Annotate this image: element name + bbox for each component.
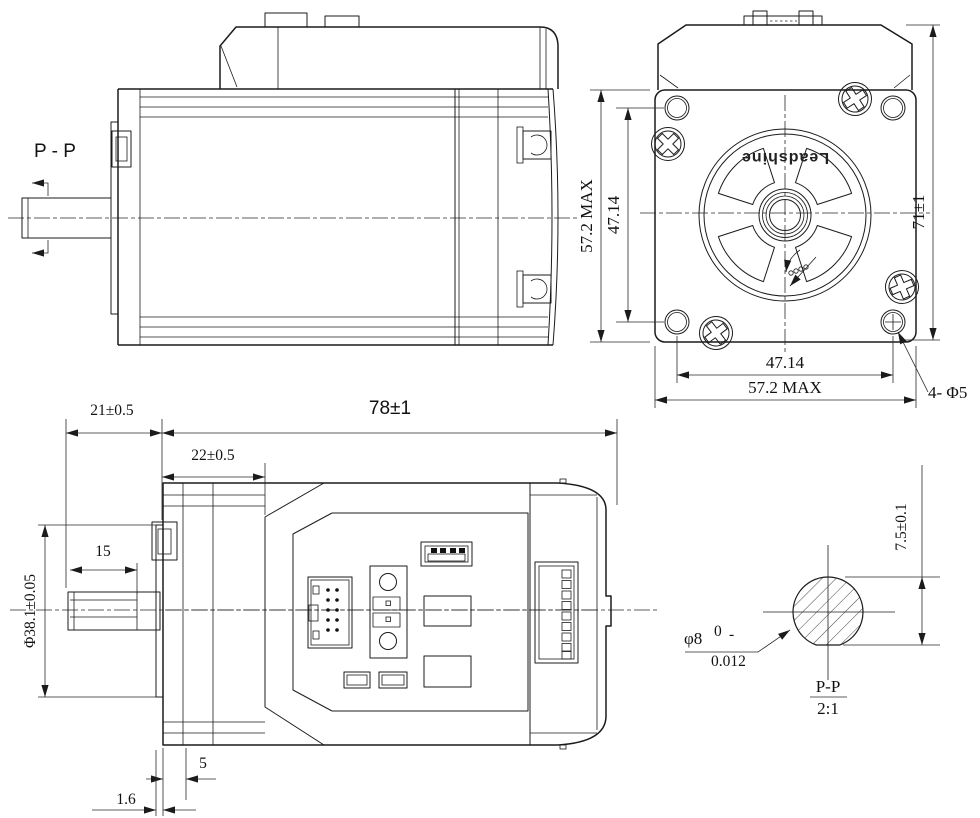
motor-body	[117, 88, 559, 346]
dim-flange-thickness: 1.6	[116, 791, 136, 808]
screw-top-left	[651, 127, 685, 161]
small-components	[343, 671, 408, 689]
dim-tol-sign: -	[729, 626, 734, 643]
section-cut-marks: P - P	[32, 141, 76, 257]
dim-flat-length: 15	[95, 543, 111, 560]
dim-total-length: 78±1	[369, 398, 411, 419]
dim-width-max: 57.2 MAX	[748, 378, 822, 397]
top-connector	[743, 15, 823, 26]
aux-connector	[420, 541, 473, 567]
detail-title-block: P-P 2:1	[810, 677, 847, 718]
component-block-1	[423, 595, 472, 627]
dim-shaft-length: 21±0.5	[90, 402, 134, 419]
bottom-view-dimensions: 21±0.5 78±1 22±0.5 15 Φ38.1±0.05 5 1.6	[22, 398, 618, 816]
drive-housing-side	[219, 12, 559, 89]
face-cutout-sw	[717, 225, 775, 283]
front-face: Leadshine	[698, 128, 872, 302]
shaft-bore	[769, 199, 801, 231]
side-view-section: P - P	[8, 12, 578, 346]
dim-mounting-holes: 4- Φ5	[928, 383, 967, 402]
leadshine-logo: Leadshine	[741, 149, 829, 166]
dim-total-height: 71±1	[909, 195, 928, 230]
pin-header-connector	[307, 576, 353, 649]
dim-shaft-diameter: φ8	[684, 629, 702, 648]
front-view: Leadshine 57.2 MAX 4	[577, 10, 967, 408]
mounting-holes	[664, 95, 906, 335]
rotation-arrow	[784, 249, 817, 287]
dim-hole-pitch-v: 47.14	[604, 195, 623, 234]
detail-title: P-P	[816, 677, 841, 696]
hole-crosshair	[885, 314, 901, 330]
motor-flange-face	[654, 89, 917, 343]
motor-body-outline	[162, 482, 612, 746]
dim-drive-length: 22±0.5	[191, 447, 235, 464]
dim-flat-height: 7.5±0.1	[893, 503, 910, 550]
screw-bottom-left	[696, 313, 736, 353]
body-details	[163, 478, 598, 750]
shaft-with-flat	[67, 591, 161, 631]
mounting-flange	[151, 521, 178, 698]
drive-housing-front	[657, 10, 913, 90]
shaft-cross-section	[792, 576, 864, 646]
terminal-block	[534, 561, 579, 664]
section-label: P - P	[34, 141, 76, 162]
dim-height-max: 57.2 MAX	[577, 179, 596, 253]
dim-tol-lower: 0.012	[711, 653, 746, 670]
screw-top-right	[834, 78, 876, 120]
screw-bottom-right	[880, 265, 924, 309]
top-connector-bump-2	[324, 15, 360, 28]
rear-screw-bottom	[516, 270, 552, 308]
component-block-2	[423, 655, 472, 688]
section-detail-view: 7.5±0.1 φ8 0 - 0.012 P-P 2:1	[684, 465, 940, 718]
rear-screw-top	[516, 126, 552, 164]
detail-scale: 2:1	[817, 699, 839, 718]
bottom-view: 21±0.5 78±1 22±0.5 15 Φ38.1±0.05 5 1.6	[10, 398, 660, 816]
power-connector	[369, 565, 408, 659]
detail-dimensions: 7.5±0.1 φ8 0 - 0.012	[684, 465, 940, 670]
dim-rear-clearance: 5	[199, 755, 207, 772]
top-connector-bump	[264, 12, 308, 28]
dim-tol-upper: 0	[714, 623, 722, 640]
dim-pilot-diameter: Φ38.1±0.05	[22, 574, 39, 648]
face-cutout-nw	[717, 147, 775, 205]
face-cutout-ne	[795, 147, 853, 205]
front-view-dimensions: 57.2 MAX 47.14 71±1 47.14 57.2 MAX 4- Φ5	[577, 24, 967, 408]
face-cutout-se	[795, 225, 853, 283]
dim-hole-pitch-h: 47.14	[766, 353, 805, 372]
